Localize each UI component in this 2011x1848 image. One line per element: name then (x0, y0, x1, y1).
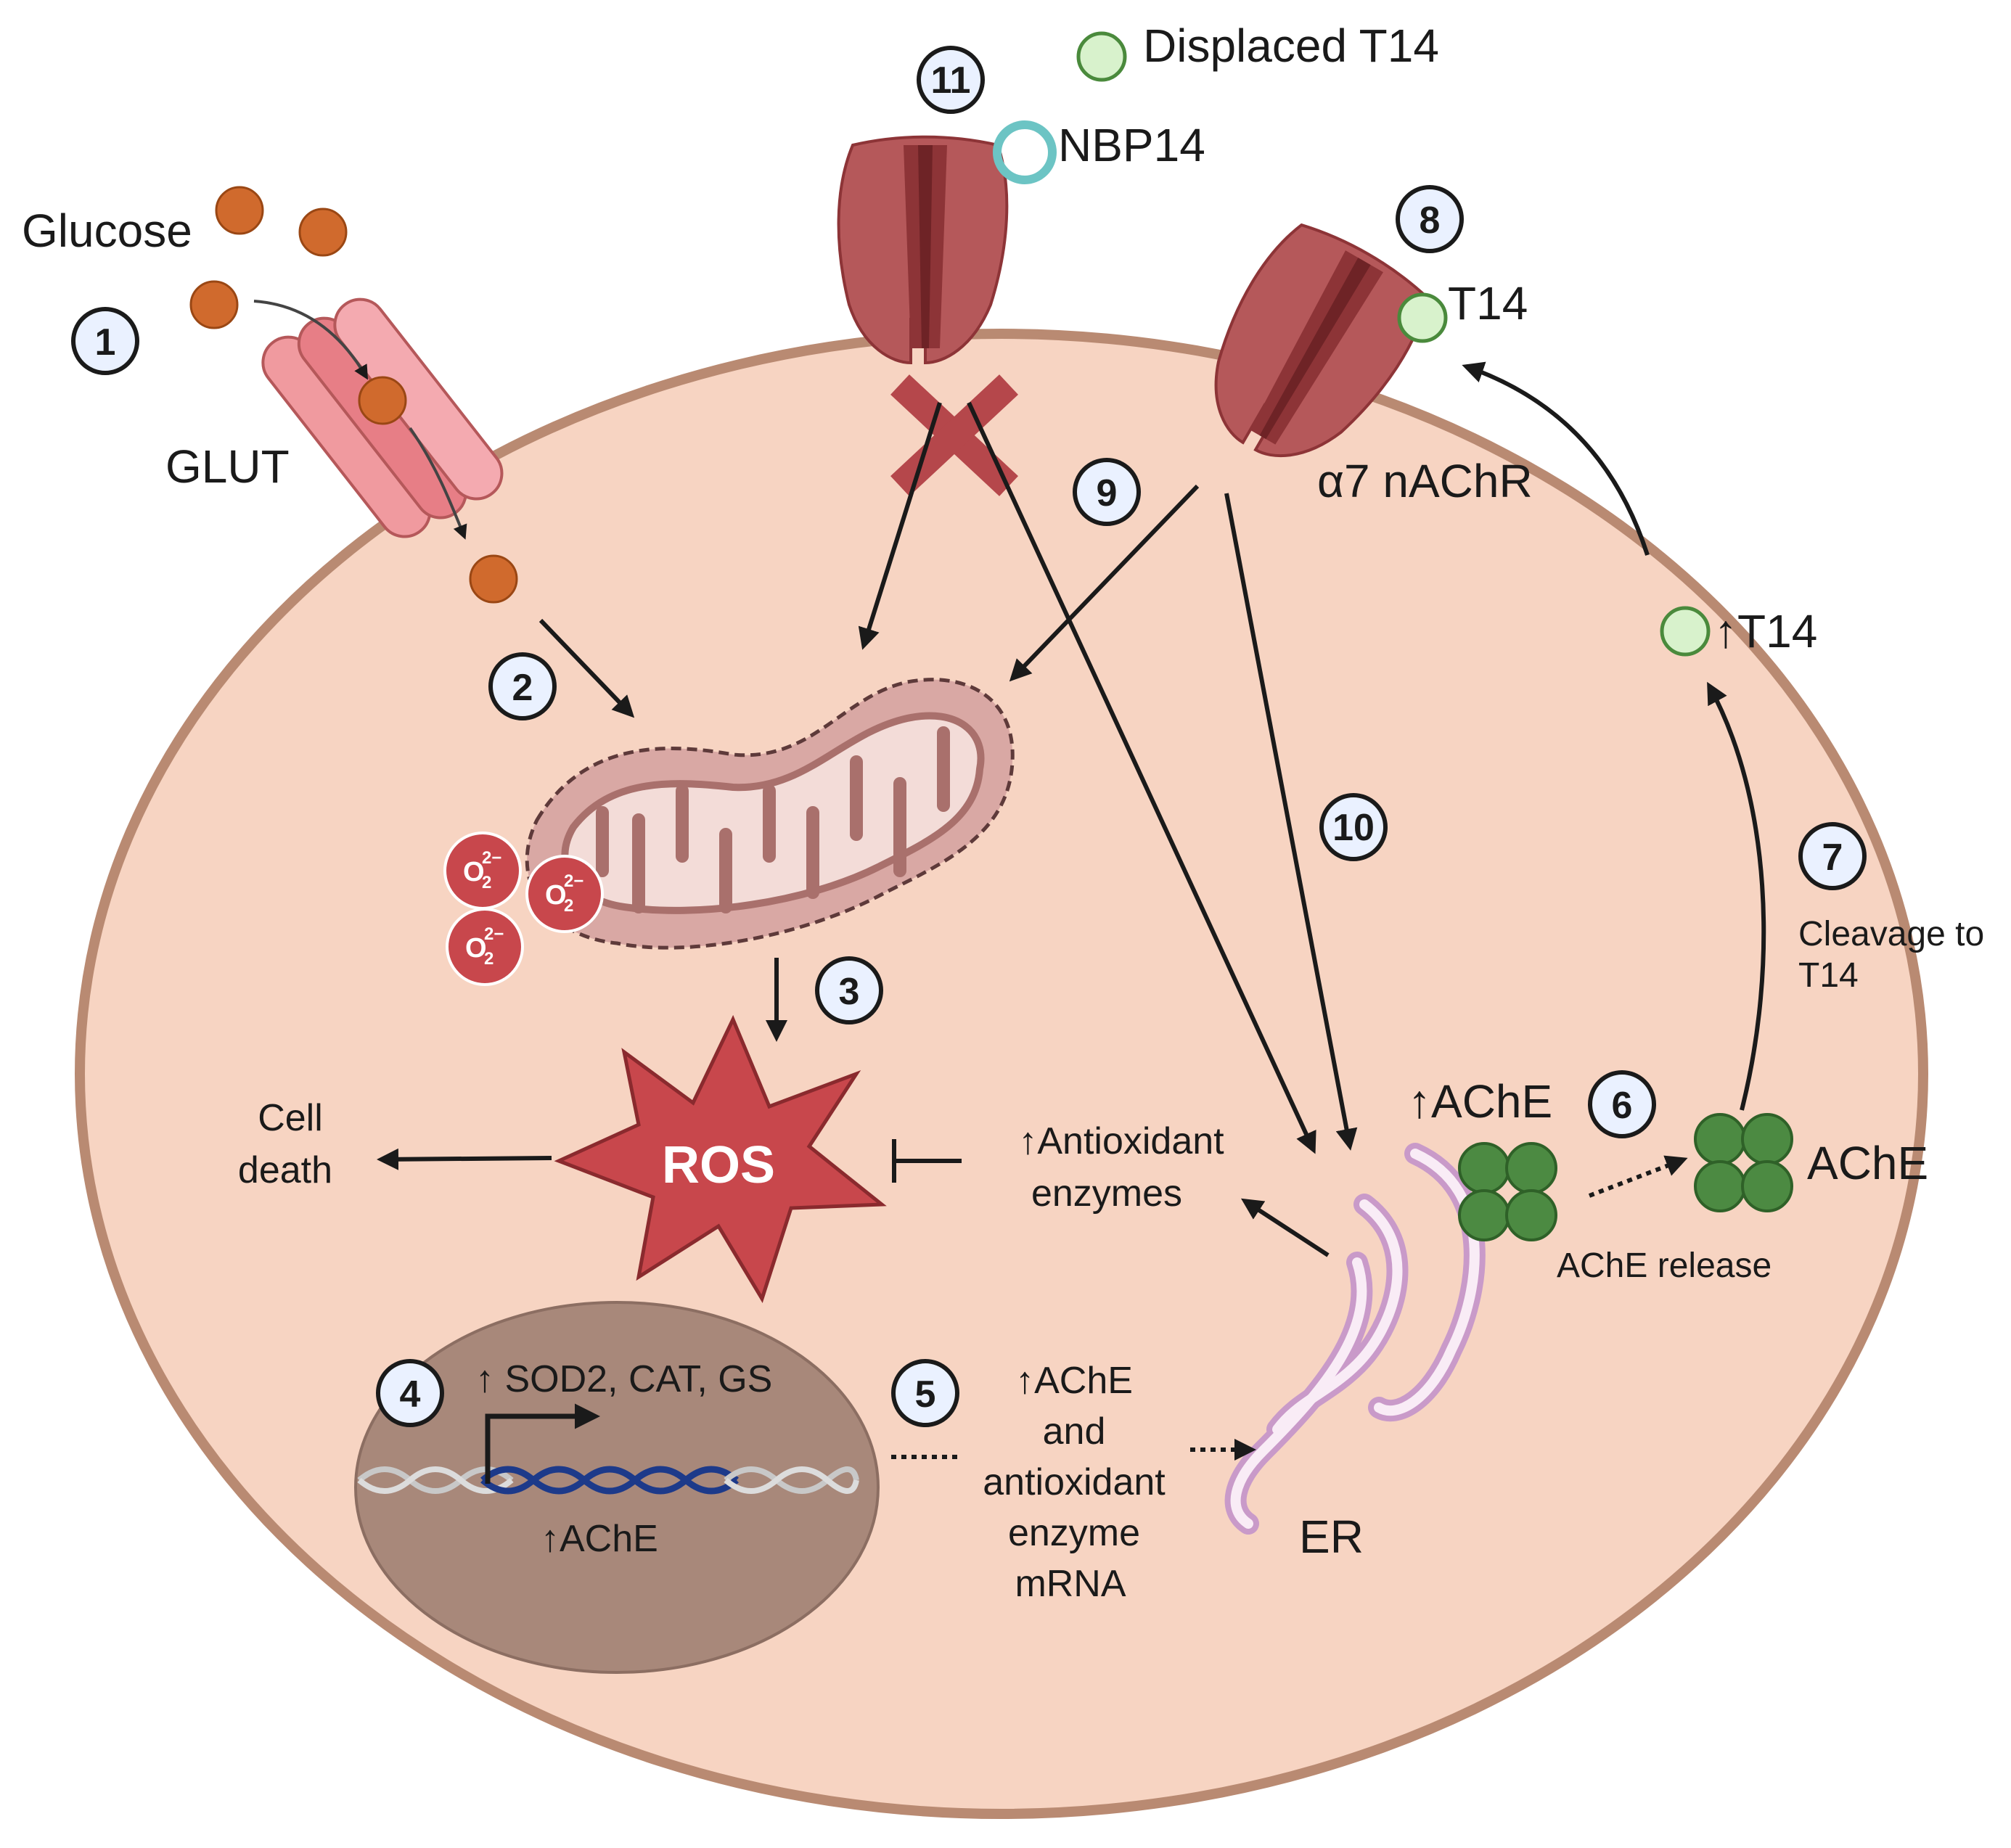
mrna-label-line1: ↑AChE (1015, 1360, 1133, 1402)
cleavage-label-line2: T14 (1798, 956, 1859, 995)
genes-label: ↑ SOD2, CAT, GS (475, 1358, 772, 1400)
bound-t14-label: T14 (1448, 277, 1528, 329)
glut-label: GLUT (165, 440, 290, 493)
svg-text:3: 3 (839, 971, 860, 1013)
receptor-blocked (837, 135, 1009, 365)
superoxide-radical-1: O 2 2− (443, 831, 522, 910)
step-3: 3 (815, 956, 883, 1024)
nbp14-ring (993, 120, 1057, 184)
ache-free-label: AChE (1807, 1137, 1928, 1189)
ache-cluster-released (1694, 1113, 1793, 1212)
glucose-molecules (189, 186, 518, 604)
cleavage-label-line1: Cleavage to (1798, 915, 1984, 953)
up-t14-circle (1660, 606, 1711, 657)
step-1: 1 (71, 307, 139, 375)
mrna-label-line5: mRNA (1015, 1563, 1126, 1605)
svg-text:O: O (545, 880, 567, 911)
glucose-entry-arrow (253, 300, 369, 380)
svg-text:10: 10 (1332, 807, 1375, 849)
svg-text:6: 6 (1612, 1085, 1633, 1127)
cell-body (75, 329, 1928, 1819)
er-label: ER (1299, 1511, 1364, 1563)
step-11: 11 (917, 46, 985, 114)
arrow-receptor-to-mito (1009, 484, 1200, 682)
mrna-label-line4: enzyme (1008, 1512, 1140, 1554)
mitochondrion (525, 678, 1015, 950)
arrow-blocked-to-er (967, 401, 1316, 1154)
receptor-a7nachr (1214, 223, 1429, 458)
antioxidant-label-line2: enzymes (1031, 1173, 1182, 1215)
arrow-glucose-to-mito (538, 618, 635, 718)
nbp14-label: NBP14 (1058, 119, 1205, 171)
step-7: 7 (1798, 822, 1867, 890)
arrow-cleavage-to-t14 (1707, 681, 1766, 1111)
svg-text:4: 4 (400, 1373, 421, 1416)
antioxidant-label-line1: ↑Antioxidant (1018, 1120, 1224, 1162)
step-4: 4 (376, 1359, 444, 1427)
displaced-t14-label: Displaced T14 (1143, 20, 1439, 72)
svg-text:7: 7 (1822, 837, 1843, 879)
arrow-receptor-to-er (1224, 493, 1358, 1151)
up-t14-label: ↑T14 (1714, 605, 1817, 657)
ache-gene-label: ↑AChE (541, 1518, 658, 1560)
endoplasmic-reticulum (1224, 1143, 1486, 1535)
ache-up-er-label: ↑AChE (1408, 1075, 1552, 1128)
step-6: 6 (1588, 1070, 1656, 1138)
ache-release-label: AChE release (1557, 1247, 1772, 1285)
svg-text:2: 2 (512, 667, 533, 709)
ros-label: ROS (662, 1136, 775, 1194)
mrna-label-line3: antioxidant (983, 1461, 1166, 1503)
dna-helix (357, 1466, 859, 1495)
svg-text:2: 2 (482, 873, 491, 892)
step-5: 5 (891, 1359, 959, 1427)
svg-text:1: 1 (95, 321, 116, 364)
arrow-er-to-antioxidant (1240, 1198, 1330, 1257)
cell-death-label-line1: Cell (258, 1097, 323, 1139)
cell-death-label-line2: death (238, 1149, 332, 1191)
displaced-t14-circle (1076, 31, 1127, 82)
arrow-ros-to-cell-death (377, 1148, 552, 1170)
ache-cluster-er (1458, 1142, 1557, 1241)
svg-text:11: 11 (931, 59, 971, 102)
inhibit-antioxidant-to-ros (892, 1139, 962, 1183)
arrow-t14-to-receptor (1462, 361, 1650, 556)
svg-text:2−: 2− (564, 871, 583, 891)
step-2: 2 (488, 652, 557, 720)
superoxide-radical-3: O 2 2− (446, 908, 524, 986)
svg-text:2: 2 (564, 896, 573, 916)
step-8: 8 (1396, 185, 1464, 253)
glucose-inside-arrow (409, 427, 467, 540)
svg-text:O: O (463, 857, 485, 887)
svg-text:9: 9 (1097, 472, 1118, 514)
svg-text:2−: 2− (484, 924, 504, 944)
transcription-start-arrow (485, 1403, 600, 1484)
dotted-ache-release (1588, 1155, 1688, 1198)
step-9: 9 (1073, 458, 1141, 526)
superoxide-radical-2: O 2 2− (525, 855, 604, 933)
svg-text:2−: 2− (482, 848, 501, 868)
mrna-label-line2: and (1043, 1410, 1106, 1453)
svg-text:5: 5 (915, 1373, 936, 1416)
step-10: 10 (1319, 793, 1388, 861)
svg-text:O: O (465, 933, 487, 964)
svg-text:2: 2 (484, 949, 493, 969)
ros-burst: ROS (554, 1014, 887, 1304)
svg-text:8: 8 (1420, 200, 1441, 242)
bound-t14-circle (1397, 292, 1448, 343)
a7nachr-label: α7 nAChR (1317, 455, 1533, 507)
glucose-label: Glucose (22, 205, 192, 257)
arrow-blocked-to-mito (858, 402, 942, 650)
